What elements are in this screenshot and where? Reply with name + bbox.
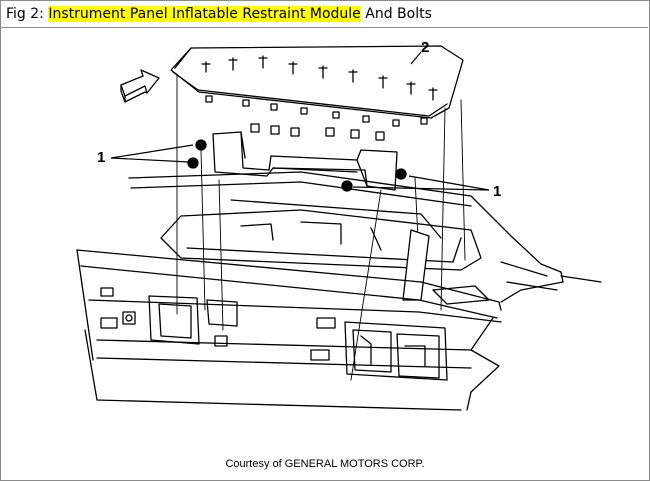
- direction-arrow-icon: [120, 69, 160, 103]
- figure-title-highlight: Instrument Panel Inflatable Restraint Mo…: [48, 6, 361, 22]
- airbag-module: [170, 45, 464, 141]
- instrument-panel: [76, 171, 602, 411]
- courtesy-caption: Courtesy of GENERAL MOTORS CORP.: [225, 458, 425, 470]
- exploded-view-illustration: 1 1 2: [76, 39, 602, 411]
- figure-number: Fig 2:: [6, 6, 49, 22]
- callout-leaders: [110, 51, 490, 191]
- callout-1-left: 1: [97, 149, 105, 166]
- figure-title: Fig 2: Instrument Panel Inflatable Restr…: [1, 1, 648, 28]
- callout-2: 2: [421, 39, 429, 56]
- figure-title-suffix: And Bolts: [360, 6, 432, 22]
- alignment-lines: [176, 73, 466, 381]
- callout-1-right: 1: [493, 183, 501, 200]
